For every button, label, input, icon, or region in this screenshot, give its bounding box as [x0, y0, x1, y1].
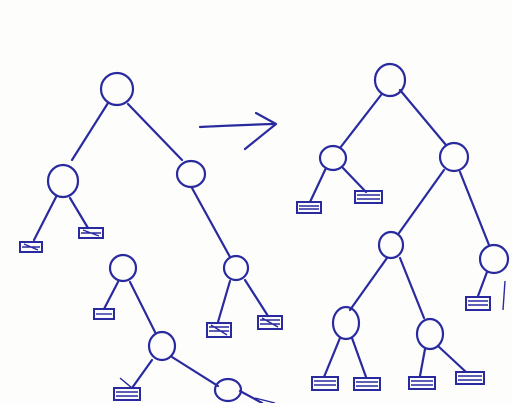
right-node-g: [377, 230, 405, 260]
right-leaf-i1: [408, 376, 436, 390]
right-edge-i-leaf2: [436, 344, 468, 374]
arrow-shaft: [198, 122, 276, 129]
right-edge-a-leaf2: [341, 166, 368, 194]
right-edge-g-h: [348, 256, 389, 312]
arrow-head: [243, 111, 278, 151]
right-node-i: [415, 317, 445, 351]
left-node-f: [222, 254, 250, 282]
left-leaf-f2: [257, 315, 283, 330]
right-edge-a-leaf1: [308, 166, 328, 204]
left-leaf-f1: [206, 322, 232, 338]
right-edge-i-leaf1: [418, 347, 427, 378]
right-edge-b-g: [397, 168, 446, 235]
left-edge-e-leaf: [238, 389, 264, 403]
left-node-d: [147, 330, 177, 362]
left-node-b: [175, 159, 207, 189]
left-leaf-a1: [19, 241, 43, 253]
right-node-a: [318, 144, 348, 172]
right-leaf-a2: [354, 190, 383, 204]
left-edge-f-leaf2: [243, 278, 270, 318]
left-edge-f-leaf1: [216, 279, 232, 324]
left-leaf-e: [254, 397, 276, 403]
right-edge-h-leaf2: [350, 336, 368, 379]
left-edge-root-a: [70, 101, 110, 162]
right-node-j: [478, 243, 510, 275]
left-edge-b-f: [190, 186, 232, 259]
left-edge-d-leaf: [130, 358, 154, 390]
right-node-root: [373, 62, 407, 98]
left-edge-c-d: [128, 280, 157, 334]
left-leaf-c: [93, 308, 115, 320]
left-leaf-a2: [78, 227, 104, 239]
left-tree: [19, 71, 283, 403]
right-edge-h-leaf1: [322, 336, 342, 379]
right-node-h: [331, 305, 361, 341]
left-edge-root-b: [126, 102, 184, 162]
left-leaf-d: [113, 377, 141, 401]
left-edge-a-leaf1: [32, 195, 58, 242]
right-edge-j-leaf: [476, 270, 489, 298]
right-edge-root-b: [398, 88, 448, 147]
right-leaf-j: [465, 280, 506, 311]
right-edge-root-a: [338, 93, 383, 150]
right-leaf-a1: [296, 201, 322, 214]
transformation-arrow: [198, 111, 278, 151]
right-leaf-h2: [353, 377, 381, 391]
left-node-a: [46, 163, 80, 199]
left-edge-d-e: [170, 355, 220, 388]
left-edge-a-leaf2: [68, 196, 90, 230]
right-leaf-h1: [311, 376, 339, 391]
left-node-e: [213, 377, 243, 403]
left-node-root: [99, 71, 135, 107]
right-edge-b-j: [458, 170, 491, 247]
right-leaf-i2: [455, 371, 485, 385]
right-edge-g-i: [398, 256, 426, 320]
left-node-c: [108, 253, 138, 283]
left-edge-c-leaf: [102, 280, 120, 311]
right-tree: [296, 62, 510, 391]
right-node-b: [438, 141, 470, 173]
